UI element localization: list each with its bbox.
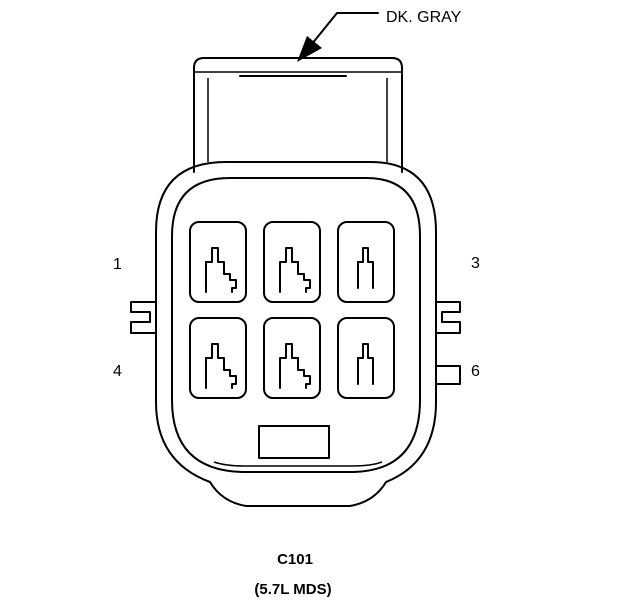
- terminal: [205, 247, 237, 293]
- cavity-outline: [263, 317, 321, 399]
- cavity-outline: [337, 317, 395, 399]
- cavity-grid: [189, 221, 395, 399]
- connector-housing: [155, 161, 437, 507]
- terminal: [205, 343, 237, 389]
- leader-arrowhead: [297, 36, 322, 62]
- leader-line: [302, 12, 379, 56]
- cavity-4: [189, 317, 247, 399]
- terminal: [357, 343, 374, 385]
- pin-label-6: 6: [471, 363, 480, 380]
- cavity-3: [337, 221, 395, 303]
- housing-bottom-lip: [213, 461, 383, 467]
- cavity-5: [263, 317, 321, 399]
- side-latch-left: [130, 301, 157, 334]
- wire-color-callout: DK. GRAY: [297, 9, 462, 62]
- cavity-outline: [189, 221, 247, 303]
- pin-label-1: 1: [113, 256, 122, 273]
- keying-rib: [258, 425, 330, 459]
- connector-inner-wall: [171, 177, 421, 473]
- pin-label-3: 3: [471, 255, 480, 272]
- pin-label-4: 4: [113, 363, 122, 380]
- cavity-outline: [263, 221, 321, 303]
- connector-id: C101: [277, 551, 313, 568]
- cavity-outline: [189, 317, 247, 399]
- cavity-2: [263, 221, 321, 303]
- terminal: [357, 247, 374, 289]
- connector-variant: (5.7L MDS): [254, 581, 331, 598]
- locking-tab: [193, 57, 403, 173]
- terminal: [279, 247, 311, 293]
- side-latch-right: [435, 301, 461, 385]
- terminal: [279, 343, 311, 389]
- cavity-6: [337, 317, 395, 399]
- cavity-outline: [337, 221, 395, 303]
- wire-color-label: DK. GRAY: [386, 9, 462, 26]
- cavity-1: [189, 221, 247, 303]
